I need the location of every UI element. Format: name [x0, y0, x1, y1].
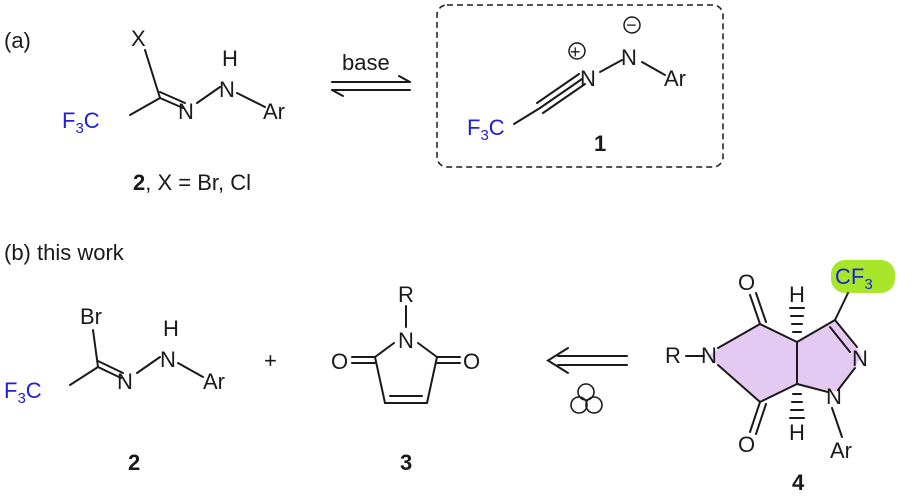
- compound-1: + − N N Ar F3C 1: [467, 15, 686, 156]
- nh-hydrogen: H: [163, 316, 179, 341]
- plus-sign: +: [264, 348, 277, 373]
- carbonyl-oxygen-left: O: [331, 349, 348, 374]
- trifluoromethyl-group: F3C: [4, 378, 42, 407]
- ball-mill-icon: [570, 383, 603, 414]
- imine-nitrogen: N: [178, 99, 194, 124]
- hashed-wedge-bottom: [789, 393, 805, 419]
- carbonyl-oxygen-bottom: O: [738, 432, 755, 457]
- aryl-group: Ar: [263, 99, 285, 124]
- amine-nitrogen: N: [160, 347, 176, 372]
- pyrazoline-nitrogen-1: N: [826, 384, 842, 409]
- r-substituent: R: [398, 282, 414, 307]
- aryl-group: Ar: [203, 369, 225, 394]
- substituent-x: X: [131, 26, 146, 51]
- aryl-group: Ar: [830, 438, 852, 463]
- panel-a-label: (a): [4, 28, 31, 53]
- cf3-highlight: [831, 260, 895, 293]
- compound-4: R N O O H H CF3 N N Ar 4: [665, 260, 895, 495]
- pyrazoline-ring-fill: [797, 320, 862, 392]
- compound-2-a-caption: 2, X = Br, Cl: [133, 170, 251, 195]
- arrow-label-base: base: [342, 50, 390, 75]
- aryl-group: Ar: [664, 66, 686, 91]
- trifluoromethyl-group: CF3: [835, 264, 873, 293]
- compound-4-caption: 4: [792, 470, 805, 495]
- succinimide-ring-fill: [707, 324, 797, 402]
- positive-charge: +: [570, 42, 581, 62]
- compound-2-b-caption: 2: [128, 450, 140, 475]
- r-substituent: R: [665, 343, 681, 368]
- carbonyl-oxygen-right: O: [463, 349, 480, 374]
- panel-b-label: (b) this work: [4, 240, 125, 265]
- compound-3: R N O O 3: [331, 282, 480, 475]
- negative-charge-circle: [623, 16, 641, 34]
- bridgehead-hydrogen-top: H: [789, 282, 805, 307]
- hashed-wedge-top: [789, 307, 805, 333]
- trifluoromethyl-group: F3C: [62, 108, 100, 137]
- compound-2-b: Br H N N Ar F3C 2: [4, 304, 225, 475]
- dashed-highlight-box: [436, 4, 724, 168]
- compound-3-caption: 3: [400, 450, 412, 475]
- imine-nitrogen: N: [117, 369, 133, 394]
- retrosynthetic-arrow: [546, 347, 628, 374]
- amine-nitrogen: N: [219, 77, 235, 102]
- pyrazoline-nitrogen-2: N: [852, 346, 868, 371]
- negative-charge: −: [626, 15, 637, 35]
- imide-nitrogen: N: [398, 328, 414, 353]
- nitrilium-nitrogen: N: [580, 66, 596, 91]
- trifluoromethyl-group: F3C: [467, 115, 505, 144]
- carbonyl-oxygen-top: O: [738, 270, 755, 295]
- bromine-atom: Br: [80, 304, 102, 329]
- compound-1-caption: 1: [594, 131, 606, 156]
- positive-charge-circle: [568, 42, 586, 60]
- bridgehead-hydrogen-bottom: H: [789, 420, 805, 445]
- nh-hydrogen: H: [222, 46, 238, 71]
- anionic-nitrogen: N: [621, 45, 637, 70]
- compound-2-a: X H N N Ar F3C 2, X = Br, Cl: [62, 26, 285, 195]
- equilibrium-arrow: base: [331, 50, 411, 97]
- imide-nitrogen: N: [701, 343, 717, 368]
